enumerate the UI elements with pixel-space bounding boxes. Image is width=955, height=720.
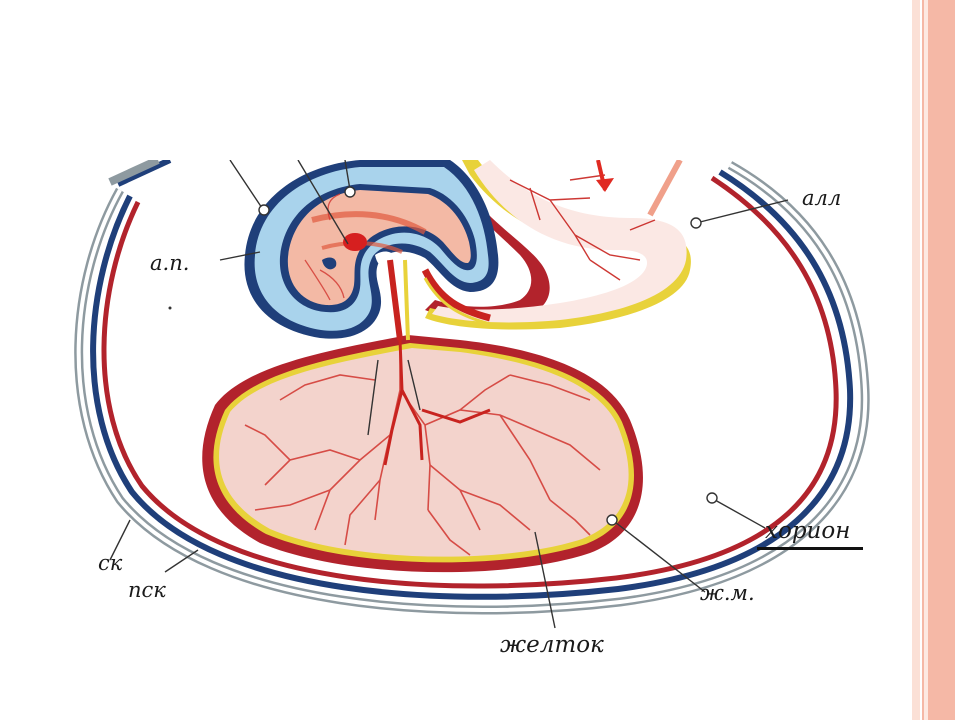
label-amniotic-cavity: а.п. — [150, 251, 189, 275]
leader-yolk — [534, 531, 556, 629]
leader-allantois — [699, 199, 789, 223]
leader-top-3 — [344, 160, 351, 191]
yolk-stalk-vessel — [387, 259, 403, 341]
yolk-inner-leaders — [367, 359, 421, 436]
ring-allantois — [690, 217, 702, 229]
leader-top-2 — [297, 160, 349, 245]
label-yolk-membrane: ж.м. — [700, 581, 755, 605]
yolk-sac — [202, 335, 643, 573]
label-chorion-underline — [757, 547, 863, 550]
leader-yolk-membrane — [614, 521, 706, 593]
leader-chorion — [714, 499, 766, 529]
label-splanchnopleure: пск — [128, 578, 166, 602]
allantois-arrow-light — [647, 160, 683, 217]
embryo-vessels — [304, 193, 345, 301]
label-yolk: желток — [500, 632, 604, 658]
ring-top-3 — [344, 186, 356, 198]
ring-top-1 — [258, 204, 270, 216]
label-allantois: алл — [802, 186, 841, 210]
leader-splanchnopleure — [164, 549, 199, 573]
outer-membranes — [74, 160, 870, 615]
allantois-stalk — [423, 277, 491, 326]
embryo-amnion — [244, 160, 499, 341]
embryo-cavity — [322, 257, 337, 270]
slide-border-stripe-light — [912, 0, 920, 720]
leader-top-1 — [229, 160, 263, 209]
allantois-arrow-head — [596, 178, 614, 192]
allantois-vessels — [509, 174, 656, 281]
leaders — [109, 160, 789, 629]
labels: алл а.п. хорион ск пск ж.м. желток — [98, 186, 863, 658]
yolk-stalk — [403, 259, 410, 341]
yolk-main-vessels — [383, 339, 491, 466]
label-chorion: хорион — [765, 518, 850, 544]
ring-chorion — [706, 492, 718, 504]
leader-serosa — [109, 519, 131, 561]
allantois — [425, 160, 691, 330]
embryo-membranes-diagram: алл а.п. хорион ск пск ж.м. желток — [30, 160, 910, 662]
stray-dot — [168, 306, 172, 310]
ring-yolk-membrane — [606, 514, 618, 526]
slide-border-stripe-highlight — [924, 0, 928, 720]
allantois-stalk-vessel — [421, 268, 491, 322]
label-serosa: ск — [98, 551, 123, 575]
diagram-svg: алл а.п. хорион ск пск ж.м. желток — [74, 160, 870, 658]
leader-amniotic — [219, 251, 261, 261]
